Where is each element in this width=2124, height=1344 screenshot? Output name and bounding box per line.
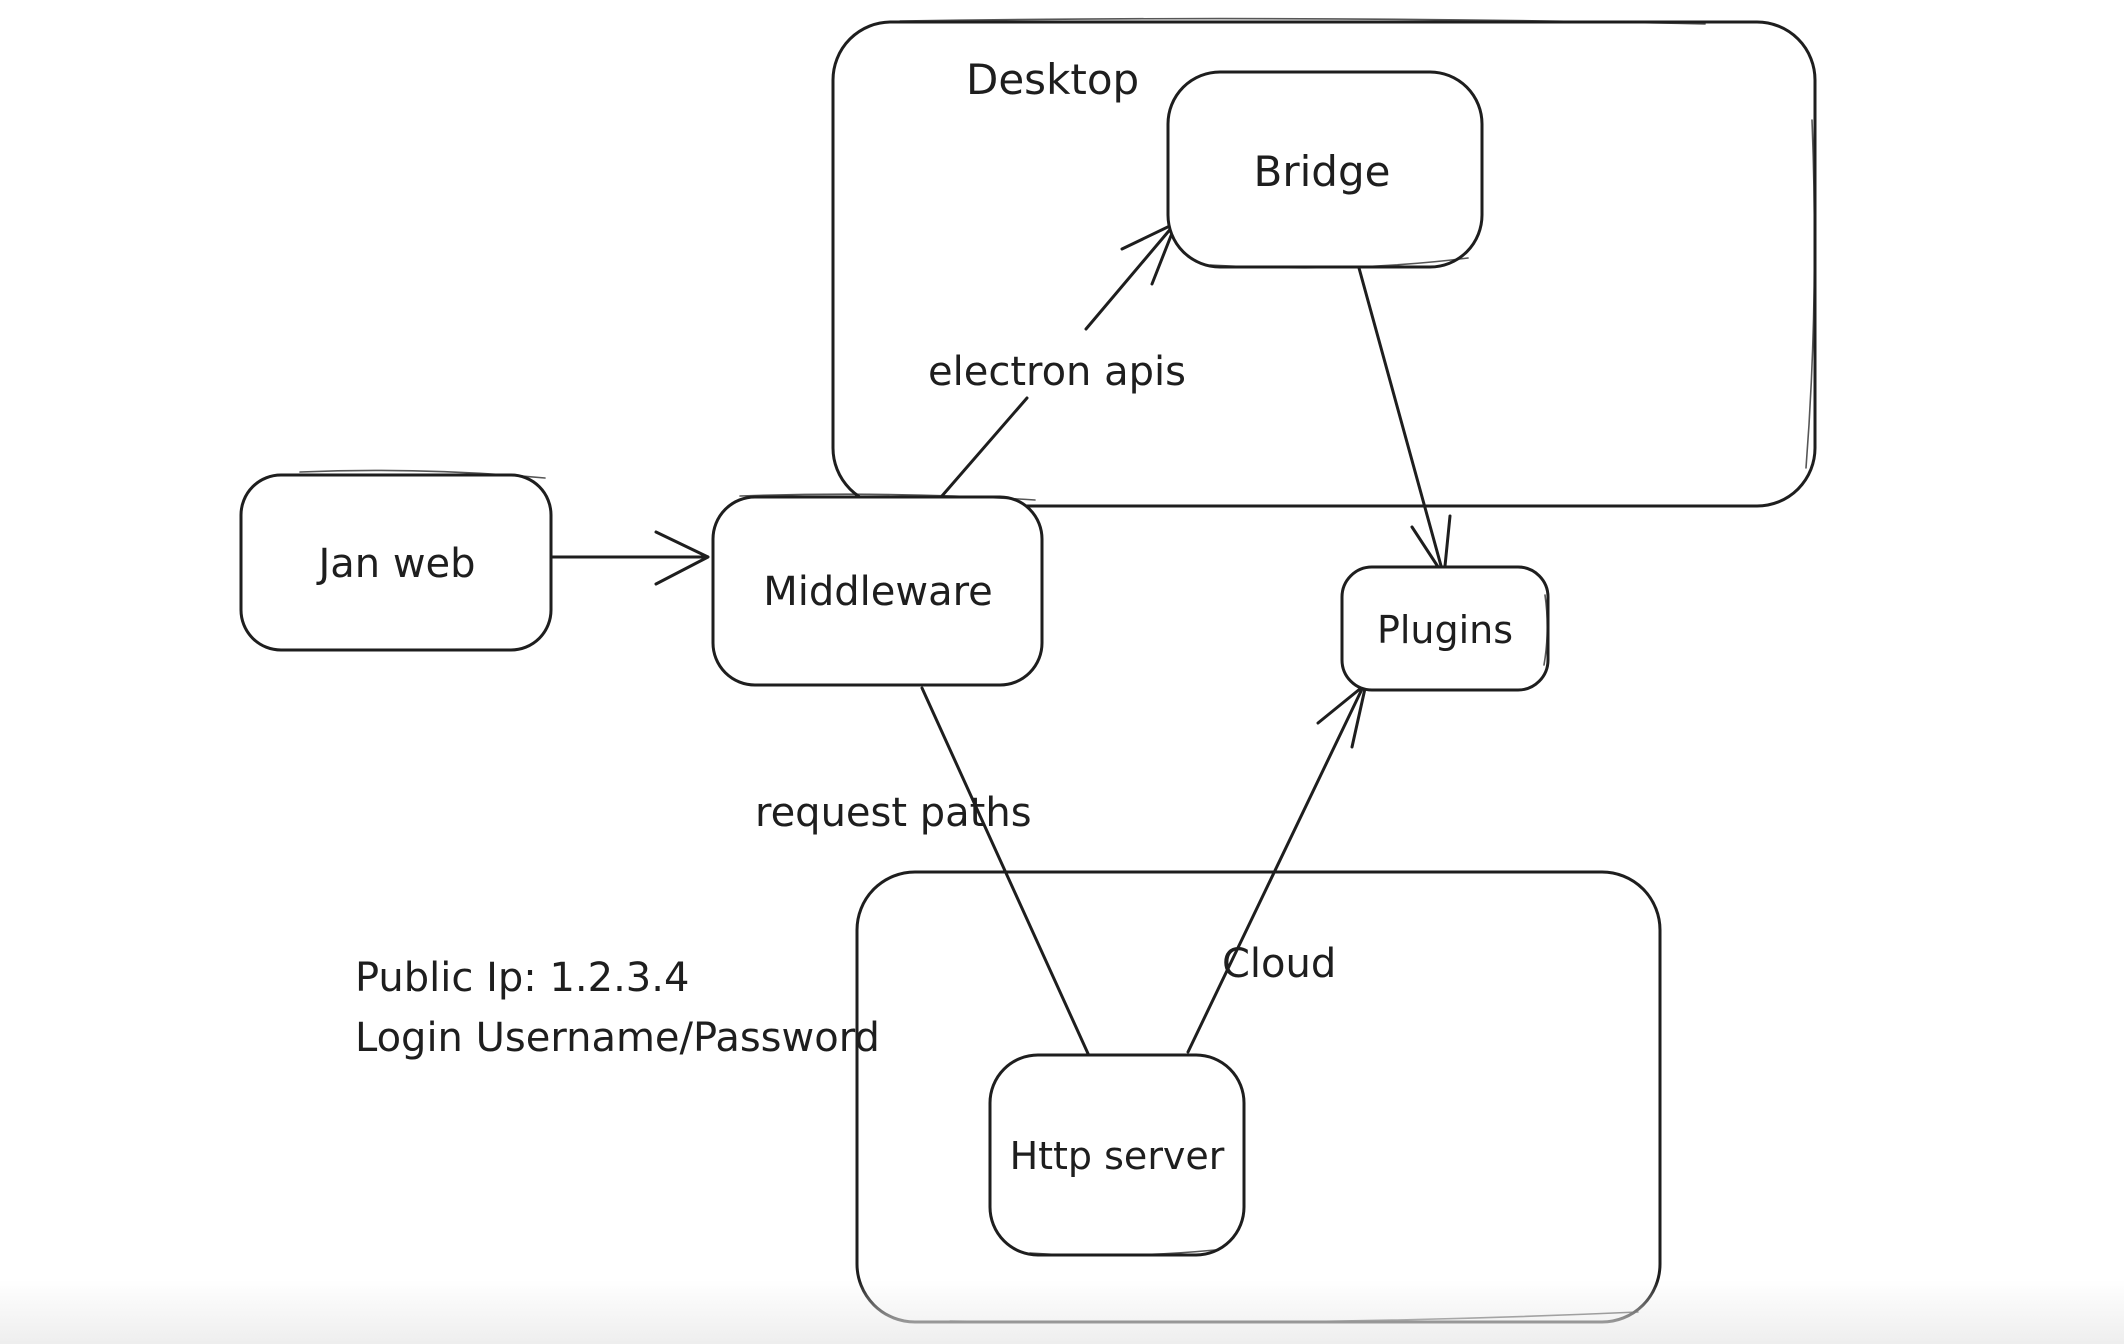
edge-label-request-paths[interactable]: request paths [755,790,1032,836]
node-http-server-label: Http server [1010,1134,1225,1178]
node-jan-web[interactable]: Jan web [239,469,553,652]
node-jan-web-label: Jan web [315,541,475,587]
node-bridge[interactable]: Bridge [1166,70,1484,269]
node-middleware-label: Middleware [763,569,993,615]
arrowhead-http-server-to-plugins [1316,682,1368,749]
arrowhead-jan-web-to-middleware [654,530,710,586]
edge-http-server-to-plugins[interactable] [1186,682,1368,1054]
edge-label-electron-apis[interactable]: electron apis [928,349,1186,395]
node-plugins-label: Plugins [1377,608,1513,652]
container-desktop-label: Desktop [966,55,1139,104]
node-http-server[interactable]: Http server [988,1053,1246,1257]
node-middleware[interactable]: Middleware [711,493,1044,687]
container-cloud[interactable]: Cloud [855,870,1662,1324]
container-cloud-label: Cloud [1222,941,1336,987]
edge-jan-web-to-middleware[interactable] [549,530,710,586]
note-login-credentials[interactable]: Login Username/Password [355,1015,880,1061]
node-plugins[interactable]: Plugins [1340,565,1550,692]
note-public-ip[interactable]: Public Ip: 1.2.3.4 [355,955,689,1001]
edge-middleware-to-http-server[interactable] [920,686,1092,1060]
node-bridge-label: Bridge [1254,147,1391,196]
